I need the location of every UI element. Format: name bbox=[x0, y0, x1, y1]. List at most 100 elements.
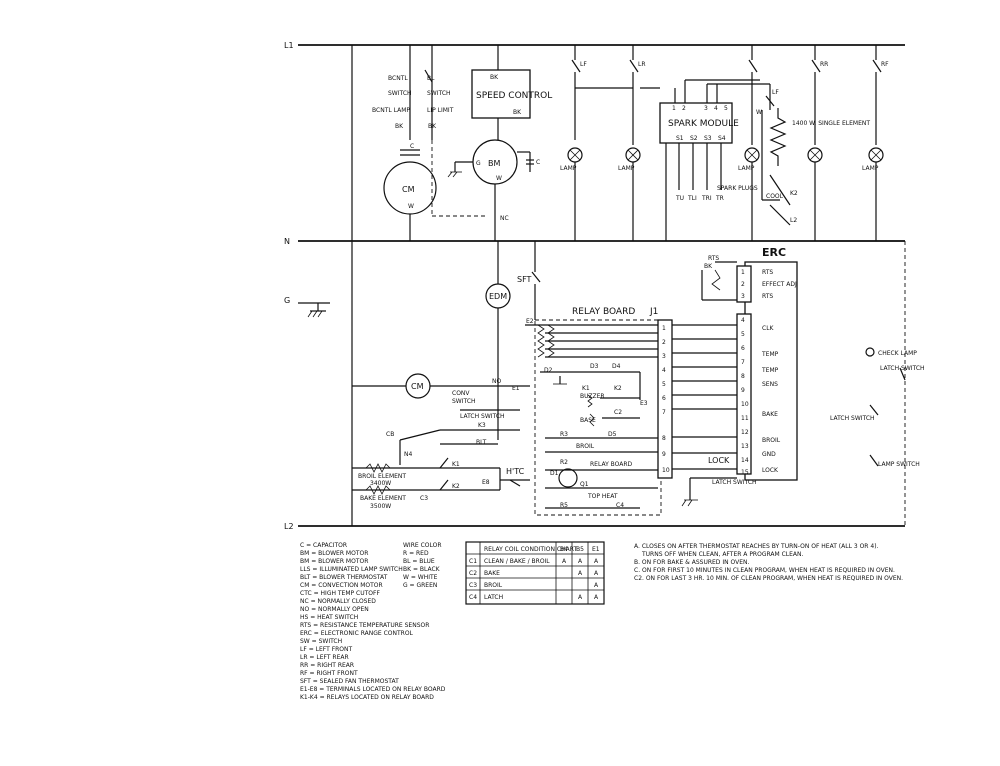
svg-text:C: C bbox=[536, 159, 540, 166]
svg-text:R3: R3 bbox=[560, 431, 568, 438]
svg-text:BLT: BLT bbox=[476, 439, 487, 446]
svg-text:BK: BK bbox=[428, 123, 437, 130]
svg-text:K1: K1 bbox=[452, 461, 460, 468]
note-line: C. ON FOR FIRST 10 MINUTES IN CLEAN PROG… bbox=[634, 567, 895, 574]
svg-text:4: 4 bbox=[741, 317, 745, 324]
legend-item: LR = LEFT REAR bbox=[300, 654, 349, 661]
svg-text:EDM: EDM bbox=[489, 292, 507, 301]
legend-item: BLT = BLOWER THERMOSTAT bbox=[300, 574, 388, 581]
svg-text:A: A bbox=[562, 558, 567, 565]
svg-text:S1: S1 bbox=[676, 135, 684, 142]
svg-text:TU: TU bbox=[675, 195, 684, 202]
wire-color-title: WIRE COLOR bbox=[403, 542, 442, 549]
speed-control-block: BK SPEED CONTROL BK BM G W C NC bbox=[447, 45, 552, 241]
svg-text:14: 14 bbox=[741, 457, 749, 464]
svg-text:COOL: COOL bbox=[766, 193, 784, 200]
svg-text:E1: E1 bbox=[512, 385, 520, 392]
svg-text:LIP LIMIT: LIP LIMIT bbox=[427, 107, 454, 114]
svg-text:CHECK LAMP: CHECK LAMP bbox=[878, 350, 917, 357]
svg-text:LF: LF bbox=[580, 61, 587, 68]
svg-text:BAKE ELEMENT: BAKE ELEMENT bbox=[360, 495, 406, 502]
notes: A. CLOSES ON AFTER THERMOSTAT REACHES BY… bbox=[634, 543, 903, 582]
svg-text:TR: TR bbox=[715, 195, 724, 202]
svg-text:TEMP: TEMP bbox=[761, 351, 779, 358]
svg-text:NC: NC bbox=[500, 215, 509, 222]
svg-text:A: A bbox=[594, 558, 599, 565]
svg-text:C4: C4 bbox=[616, 502, 624, 509]
lock-latch: LOCK LATCH SWITCH bbox=[681, 456, 757, 507]
svg-text:BAKE: BAKE bbox=[762, 411, 778, 418]
svg-text:BM: BM bbox=[488, 159, 500, 168]
svg-text:A: A bbox=[594, 582, 599, 589]
legend-item: RTS = RESISTANCE TEMPERATURE SENSOR bbox=[300, 622, 429, 629]
legend-item: C = CAPACITOR bbox=[300, 542, 347, 549]
svg-text:LATCH SWITCH: LATCH SWITCH bbox=[460, 413, 505, 420]
svg-text:9: 9 bbox=[662, 451, 666, 458]
speed-control-label: SPEED CONTROL bbox=[476, 91, 552, 101]
svg-text:E8: E8 bbox=[482, 479, 490, 486]
svg-text:LAMP: LAMP bbox=[738, 165, 755, 172]
svg-text:Q1: Q1 bbox=[580, 481, 589, 488]
legend-item: SFT = SEALED FAN THERMOSTAT bbox=[300, 678, 399, 685]
legend-item: LF = LEFT FRONT bbox=[300, 646, 353, 653]
svg-text:BK: BK bbox=[513, 109, 522, 116]
legend-item: CM = CONVECTION MOTOR bbox=[300, 582, 383, 589]
legend-item: NO = NORMALLY OPEN bbox=[300, 606, 369, 613]
svg-text:RF: RF bbox=[881, 61, 889, 68]
svg-text:D3: D3 bbox=[590, 363, 599, 370]
svg-text:A: A bbox=[578, 594, 583, 601]
svg-text:13: 13 bbox=[741, 443, 749, 450]
line-g-label: G bbox=[284, 296, 290, 305]
svg-text:C2: C2 bbox=[469, 570, 477, 577]
legend-item: K1-K4 = RELAYS LOCATED ON RELAY BOARD bbox=[300, 694, 434, 701]
svg-text:TEMP: TEMP bbox=[761, 367, 779, 374]
svg-text:BCNTL: BCNTL bbox=[388, 75, 408, 82]
svg-text:C4: C4 bbox=[469, 594, 477, 601]
svg-text:RR: RR bbox=[820, 61, 828, 68]
svg-text:K2: K2 bbox=[614, 385, 622, 392]
svg-text:LATCH SWITCH: LATCH SWITCH bbox=[712, 479, 757, 486]
svg-text:RTS: RTS bbox=[762, 293, 773, 300]
legend-item: ERC = ELECTRONIC RANGE CONTROL bbox=[300, 630, 414, 637]
svg-text:LOCK: LOCK bbox=[708, 456, 730, 465]
svg-text:BASE: BASE bbox=[580, 417, 596, 424]
svg-text:SWITCH: SWITCH bbox=[388, 90, 412, 97]
svg-text:R5: R5 bbox=[560, 502, 568, 509]
spark-module-label: SPARK MODULE bbox=[668, 119, 739, 129]
svg-text:11: 11 bbox=[741, 415, 749, 422]
svg-text:D4: D4 bbox=[612, 363, 621, 370]
bake-broil-elements: BROIL ELEMENT 3400W K1 BAKE ELEMENT 3500… bbox=[352, 457, 530, 510]
svg-text:S3: S3 bbox=[704, 135, 712, 142]
svg-text:LATCH SWITCH: LATCH SWITCH bbox=[880, 365, 925, 372]
svg-text:SWITCH: SWITCH bbox=[427, 90, 451, 97]
svg-text:CM: CM bbox=[402, 185, 415, 194]
power-lines: L1 N G L2 bbox=[284, 41, 905, 531]
legend-item: HS = HEAT SWITCH bbox=[300, 614, 358, 621]
svg-text:12: 12 bbox=[741, 429, 749, 436]
svg-text:W: W bbox=[408, 203, 414, 210]
note-line: A. CLOSES ON AFTER THERMOSTAT REACHES BY… bbox=[634, 543, 879, 550]
lower-cm-circuit: CM CONV SWITCH NO E1 LATCH SWITCH K3 BLT… bbox=[352, 373, 530, 465]
svg-text:K2: K2 bbox=[452, 483, 460, 490]
svg-text:LF: LF bbox=[772, 89, 779, 96]
svg-text:K2: K2 bbox=[790, 190, 798, 197]
svg-text:BK: BK bbox=[395, 123, 404, 130]
svg-text:10: 10 bbox=[662, 467, 670, 474]
note-line: TURNS OFF WHEN CLEAN, AFTER A PROGRAM CL… bbox=[641, 551, 804, 558]
svg-text:C2: C2 bbox=[614, 409, 622, 416]
legend-item: BM = BLOWER MOTOR bbox=[300, 550, 368, 557]
edm-block: EDM bbox=[485, 241, 511, 440]
svg-text:BROIL: BROIL bbox=[576, 443, 595, 450]
legend-item: NC = NORMALLY CLOSED bbox=[300, 598, 376, 605]
svg-text:CLK: CLK bbox=[762, 325, 775, 332]
svg-text:2: 2 bbox=[662, 339, 666, 346]
svg-text:CM: CM bbox=[411, 382, 424, 391]
svg-text:TOP HEAT: TOP HEAT bbox=[587, 493, 618, 500]
svg-text:LATCH: LATCH bbox=[484, 594, 503, 601]
svg-text:BROIL: BROIL bbox=[762, 437, 781, 444]
svg-text:SPARK PLUGS: SPARK PLUGS bbox=[717, 185, 758, 192]
legend-item: RF = RIGHT FRONT bbox=[300, 670, 358, 677]
svg-text:CONV: CONV bbox=[452, 390, 470, 397]
svg-text:BAKE: BAKE bbox=[484, 570, 500, 577]
svg-text:A: A bbox=[578, 570, 583, 577]
